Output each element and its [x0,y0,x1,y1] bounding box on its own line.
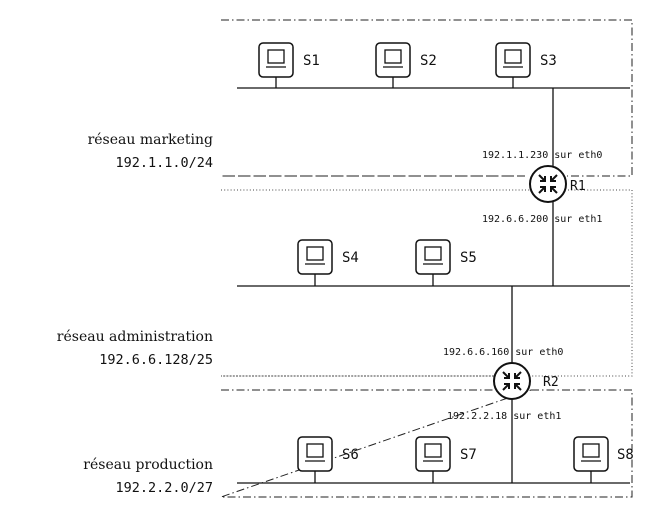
network-address-marketing: 192.1.1.0/24 [115,155,213,171]
router-label: R2 [543,375,559,390]
host-s8: S8 [573,436,634,483]
computer-monitor-icon [375,42,411,78]
host-label: S2 [420,53,437,69]
host-label: S7 [460,447,477,463]
computer-monitor-icon [297,436,333,472]
network-address-production: 192.2.2.0/27 [115,480,213,496]
router-r2: R2 192.6.6.160 sur eth0 192.2.2.18 sur e… [443,347,563,422]
host-s4: S4 [297,239,359,286]
zone-marketing-border [221,19,633,177]
computer-monitor-icon [415,436,451,472]
router-arrows-icon [493,362,531,400]
router-interface-top: 192.1.1.230 sur eth0 [482,150,602,161]
computer-monitor-icon [415,239,451,275]
router-r1: R1 192.1.1.230 sur eth0 192.6.6.200 sur … [482,150,602,225]
computer-monitor-icon [495,42,531,78]
network-name-production: réseau production [83,457,213,473]
host-s5: S5 [415,239,477,286]
host-label: S1 [303,53,320,69]
network-address-administration: 192.6.6.128/25 [99,352,213,368]
host-label: S6 [342,447,359,463]
host-s6: S6 [297,436,359,483]
computer-monitor-icon [258,42,294,78]
host-label: S4 [342,250,359,266]
host-s2: S2 [375,42,437,88]
host-label: S3 [540,53,557,69]
host-s3: S3 [495,42,557,88]
host-s1: S1 [258,42,320,88]
computer-monitor-icon [297,239,333,275]
router-interface-top: 192.6.6.160 sur eth0 [443,347,563,358]
host-label: S5 [460,250,477,266]
router-interface-bottom: 192.6.6.200 sur eth1 [482,214,602,225]
network-name-marketing: réseau marketing [88,132,213,148]
router-arrows-icon [529,165,567,203]
zone-administration-border [221,189,633,377]
network-name-administration: réseau administration [57,329,213,345]
host-s7: S7 [415,436,477,483]
router-label: R1 [570,179,586,194]
computer-monitor-icon [573,436,609,472]
host-label: S8 [617,447,634,463]
router-interface-bottom: 192.2.2.18 sur eth1 [447,411,561,422]
zone-production-border [220,389,633,498]
